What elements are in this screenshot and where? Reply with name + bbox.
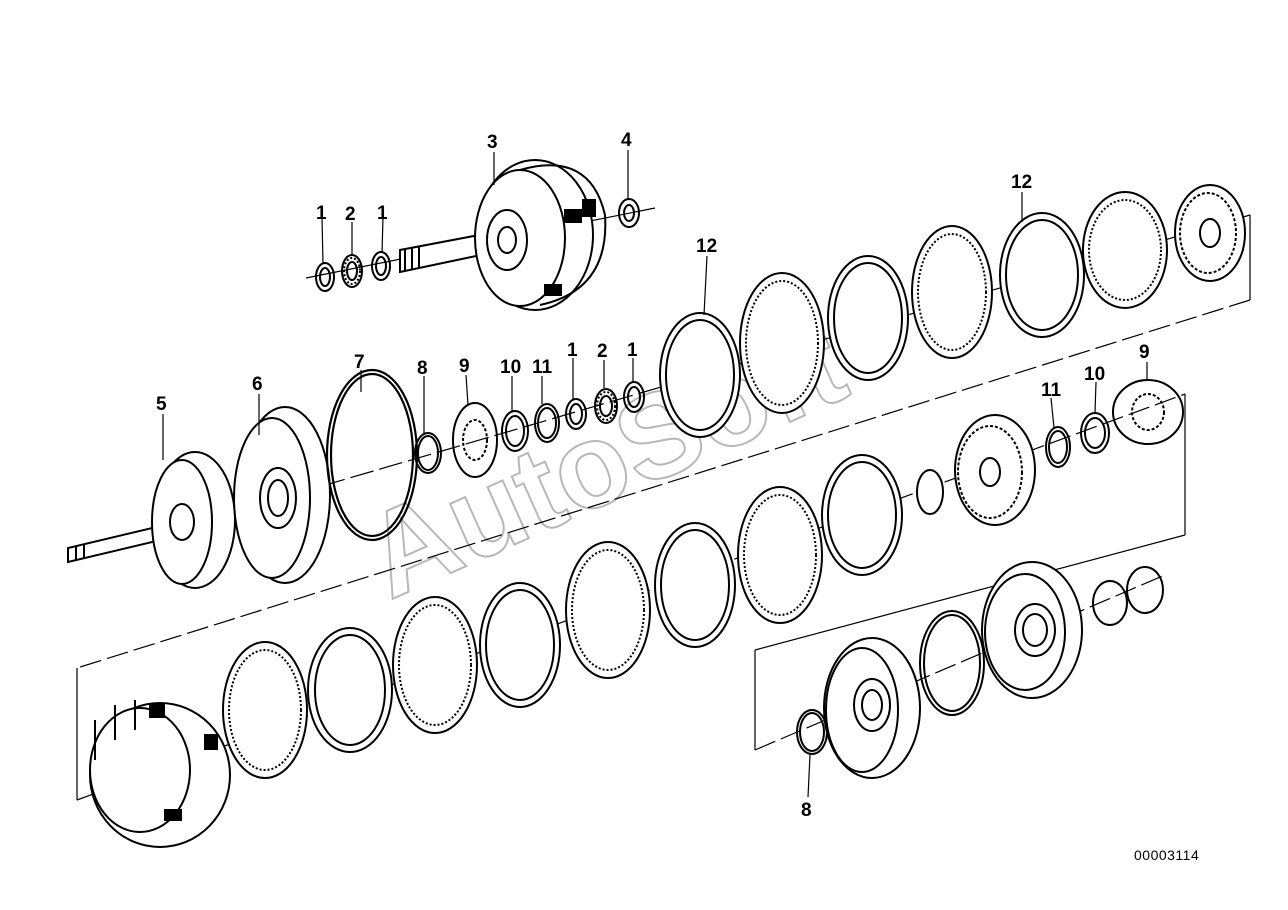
part-piston bbox=[233, 406, 331, 584]
part-thrust-washer-4 bbox=[618, 198, 640, 228]
callout-c12b: 12 bbox=[696, 236, 717, 257]
part-output-shaft-carrier bbox=[67, 451, 236, 589]
part-thrust-plate-9b bbox=[1112, 379, 1184, 445]
part-sun-gear bbox=[916, 414, 1036, 526]
callout-c1c: 1 bbox=[567, 340, 578, 361]
clutch-pack-upper bbox=[659, 191, 1168, 438]
callout-c11b: 11 bbox=[1041, 380, 1062, 401]
callout-c8a: 8 bbox=[417, 358, 428, 379]
callout-c9a: 9 bbox=[459, 356, 470, 377]
part-snap-ring-11a bbox=[534, 403, 560, 443]
callout-c1b: 1 bbox=[377, 203, 388, 224]
part-needle-bearing-2b bbox=[594, 388, 618, 424]
callout-c10b: 10 bbox=[1084, 364, 1105, 385]
part-thrust-washer-1c bbox=[565, 398, 587, 430]
part-ring-gear-upper bbox=[1174, 184, 1246, 282]
part-thrust-washer-upper-1 bbox=[315, 262, 335, 292]
clutch-pack-lower bbox=[222, 454, 903, 779]
callout-c5: 5 bbox=[156, 394, 167, 415]
callout-labels: 1 2 1 3 4 12 5 6 7 8 9 10 11 1 2 1 12 9 … bbox=[156, 130, 1150, 821]
part-thrust-washer-upper-2 bbox=[371, 251, 391, 281]
callout-c7: 7 bbox=[354, 352, 365, 373]
part-snap-rings-lower bbox=[1092, 566, 1164, 626]
callout-c11a: 11 bbox=[532, 357, 553, 378]
part-thrust-washer-10b bbox=[1080, 412, 1110, 454]
part-thrust-plate-9a bbox=[452, 402, 498, 478]
callout-c8b: 8 bbox=[801, 800, 812, 821]
part-input-shaft-drum bbox=[399, 159, 607, 311]
callout-c1d: 1 bbox=[627, 340, 638, 361]
callout-c2a: 2 bbox=[345, 204, 356, 225]
part-seal-ring-8a bbox=[414, 432, 442, 474]
part-thrust-washer-10a bbox=[501, 410, 529, 452]
document-number: 00003114 bbox=[1134, 847, 1200, 863]
part-outer-clutch-drum bbox=[89, 700, 231, 848]
callout-c4: 4 bbox=[621, 130, 632, 151]
part-o-ring-lower bbox=[919, 610, 985, 716]
callout-c1a: 1 bbox=[316, 203, 327, 224]
part-piston-lower bbox=[981, 561, 1083, 699]
callout-c12a: 12 bbox=[1011, 172, 1032, 193]
part-snap-ring-11b bbox=[1045, 426, 1071, 468]
part-seal-ring-8b bbox=[796, 709, 828, 755]
callout-leaders bbox=[162, 150, 1148, 798]
part-pump-housing bbox=[823, 637, 921, 779]
part-thrust-washer-1d bbox=[623, 381, 645, 413]
callout-c9b: 9 bbox=[1139, 342, 1150, 363]
callout-c3: 3 bbox=[487, 132, 498, 153]
part-o-ring-7 bbox=[325, 368, 419, 542]
part-needle-bearing-upper bbox=[341, 254, 363, 288]
callout-c6: 6 bbox=[252, 374, 263, 395]
callout-c10a: 10 bbox=[500, 357, 521, 378]
callout-c2b: 2 bbox=[597, 341, 608, 362]
